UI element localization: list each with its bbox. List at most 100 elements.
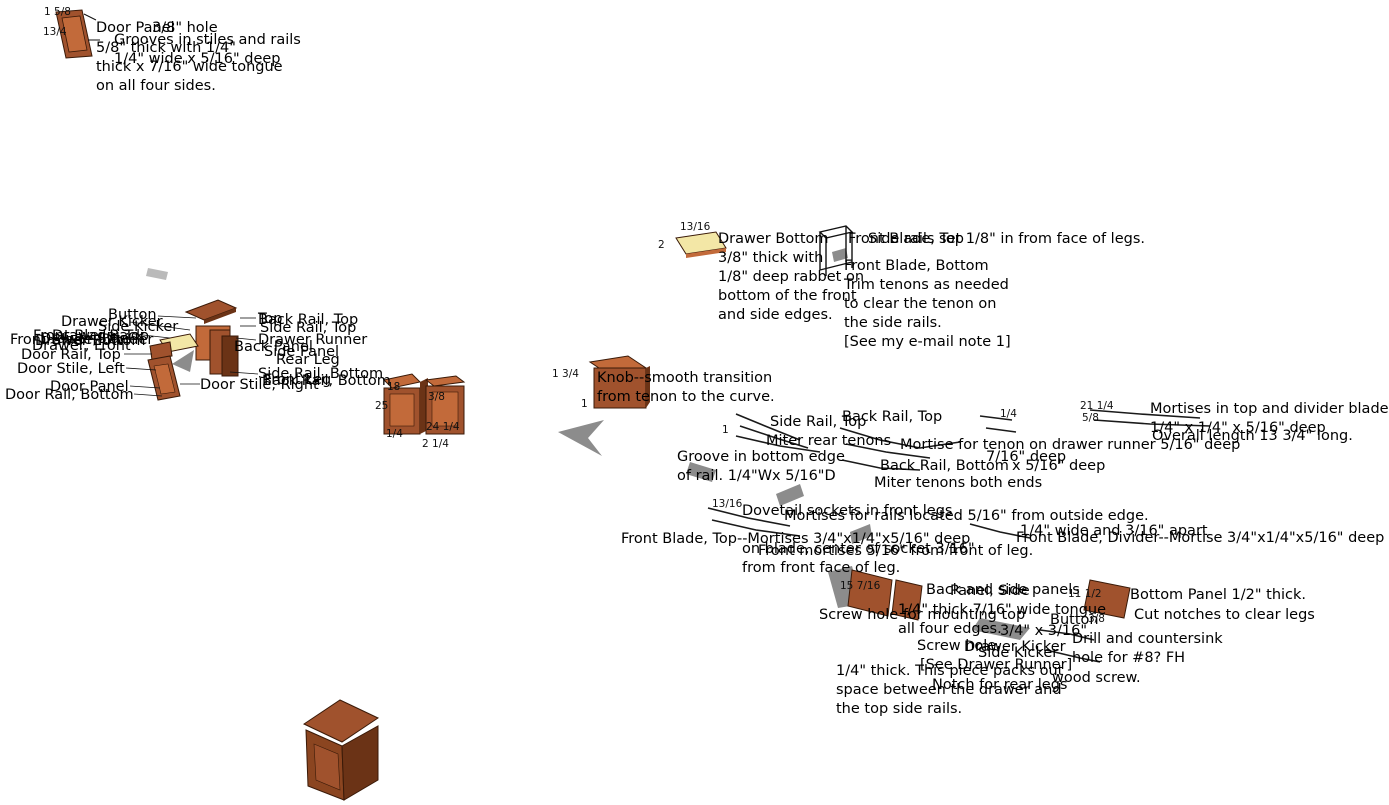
dim-value: 3/8: [1088, 613, 1105, 625]
dim-value: 25: [375, 400, 389, 412]
gray-arrow-5: [972, 618, 1030, 640]
front-blade-frame: [818, 225, 854, 276]
note-kicker-quarter: 1/4" thick. This piece packs out space b…: [836, 663, 1064, 717]
note-cut-notches: Cut notches to clear legs: [1134, 607, 1315, 623]
note-button: Button: [1050, 612, 1099, 628]
part-drawer-runner: Drawer Runner: [258, 332, 368, 348]
note-screw-hole: Screw hole: [917, 638, 997, 654]
panels-drawing: [847, 569, 1131, 663]
part-door-rail-top: Door Rail, Top: [21, 347, 121, 363]
note-miter-rear-tenons: Miter rear tenons: [766, 433, 892, 449]
part-drawer-front: Drawer, Front: [32, 338, 131, 354]
dim-value: 13/16: [712, 498, 743, 510]
gray-arrow-3: [172, 350, 194, 372]
dim-value: 5/8: [1082, 412, 1099, 424]
note-mortise-runner: Mortise for tenon on drawer runner 5/16"…: [900, 437, 1241, 453]
part-drawer-bottom: Drawer Bottom: [35, 333, 146, 349]
part-side-kicker: Side Kicker: [98, 319, 179, 335]
assembled-cabinet: [302, 699, 380, 801]
note-side-kicker: Side Kicker: [978, 645, 1059, 661]
note-dovetail-sockets: Dovetail sockets in front legs: [742, 503, 953, 519]
exploded-cabinet: [124, 299, 259, 401]
dim-value: 21 1/4: [1080, 400, 1114, 412]
note-panel-side: Panel, Side: [950, 583, 1030, 599]
note-knob: Knob--smooth transition from tenon to th…: [597, 370, 775, 405]
part-drawer-back: Drawer Back: [52, 328, 145, 344]
part-back-rail-top: Back Rail, Top: [258, 312, 359, 328]
dim-value: 13/4: [43, 26, 67, 38]
note-side-rail-top: Side Rail, Top: [770, 414, 867, 430]
note-knob-hole: 3/8" hole: [152, 20, 218, 36]
drawer-bottom-drawing: [675, 231, 727, 258]
note-notch-rear-legs: Notch for rear legs: [932, 677, 1068, 693]
note-panel-thick: 5/8" thick with 1/4" thick x 7/16" wide …: [96, 40, 283, 94]
dim-value: 1: [581, 398, 588, 410]
part-side-panel: Side Panel: [264, 344, 340, 360]
note-panel-thick-edges: 1/4" thick 7/16" wide tongue all four ed…: [898, 602, 1107, 637]
part-back-rail-bottom: Back Rail, Bottom: [262, 373, 391, 389]
part-back-panel: Back Panel: [234, 339, 313, 355]
note-drill-countersink: Drill and countersink hole for #8? FH: [1072, 631, 1223, 666]
dim-value: 1/4: [386, 428, 403, 440]
dim-value: 24 1/4: [426, 421, 460, 433]
dim-value: 11 1/2: [1068, 588, 1102, 600]
note-door-panel: Door Panel: [96, 20, 175, 36]
part-door-rail-bottom: Door Rail, Bottom: [5, 387, 134, 403]
dim-value: 18: [387, 381, 401, 393]
note-drawer-kicker: Drawer Kicker: [964, 639, 1066, 655]
note-groove-bottom-edge: Groove in bottom edge of rail. 1/4"Wx 5/…: [677, 449, 845, 484]
part-door-panel: Door Panel: [50, 379, 129, 395]
note-back-rail-bottom: Back Rail, Bottom: [880, 458, 1009, 474]
gray-arrow-2: [146, 268, 168, 280]
note-bottom-panel: Bottom Panel 1/2" thick.: [1130, 587, 1307, 603]
note-screw-hole-mount: Screw hole for mounting top: [819, 607, 1026, 623]
part-button: Button: [108, 307, 157, 323]
part-drawer-side: Drawer Side: [40, 331, 129, 347]
note-back-rail-top: Back Rail, Top: [842, 409, 943, 425]
note-mortises-rails: Mortises for rails located 5/16" from ou…: [784, 508, 1149, 524]
note-grooves-stiles: Grooves in stiles and rails 1/4" wide x …: [114, 32, 301, 67]
part-door-stile-right: Door Stile, Right: [200, 377, 319, 393]
part-drawer-kicker: Drawer Kicker: [61, 314, 163, 330]
dim-value: 1 5/8: [44, 6, 71, 18]
cabinet-frames: [382, 373, 466, 435]
dim-value: 1: [722, 424, 729, 436]
note-button-dim: 3/4" x 3/16": [1000, 623, 1088, 639]
dim-value: 1/4: [1000, 408, 1017, 420]
note-see-drawer-runner: [See Drawer Runner]: [920, 657, 1073, 673]
dim-value: 15 7/16: [840, 580, 881, 592]
dim-value: 2: [658, 239, 665, 251]
note-back-side-panels: Back and side panels: [926, 582, 1080, 598]
note-mortise-516: x 5/16" deep: [1012, 458, 1106, 474]
knob-drawing: [588, 355, 650, 409]
note-blade-divider: Front Blade, Divider--Mortise 3/4"x1/4"x…: [1016, 530, 1385, 546]
dim-value: 13/16: [680, 221, 711, 233]
part-side-rail-bottom: Side Rail, Bottom: [258, 366, 384, 382]
note-wood-screw: wood screw.: [1052, 670, 1141, 686]
note-front-blade-bottom: Front Blade, Bottom Trim tenons as neede…: [844, 258, 1011, 350]
gray-arrow-9: [832, 248, 848, 262]
note-drawer-bottom: Drawer Bottom 3/8" thick with 1/8" deep …: [718, 231, 865, 323]
gray-arrow-7: [776, 484, 804, 506]
rail-cluster-drawing: [707, 409, 1211, 539]
note-wide-apart: 1/4" wide and 3/16" apart: [1020, 523, 1208, 539]
gray-arrow-1: [558, 420, 604, 456]
part-door-stile-left: Door Stile, Left: [17, 361, 125, 377]
dim-value: 3/8: [428, 391, 445, 403]
part-front-blade-divider: Front Blade, Divider: [10, 332, 154, 348]
note-overall-length: Overall length 13 3/4" long.: [1152, 428, 1353, 444]
door-panel-drawing: [55, 9, 100, 59]
note-front-mortises: Front mortises 5/16" from front of leg.: [758, 543, 1034, 559]
note-mortises-top-divider: Mortises in top and divider blades 1/4" …: [1150, 401, 1389, 436]
dim-value: 1 3/4: [552, 368, 579, 380]
gray-arrow-8: [850, 524, 872, 544]
gray-arrow-6: [686, 462, 716, 482]
dim-value: 2 1/4: [422, 438, 449, 450]
note-miter-both-ends: Miter tenons both ends: [874, 475, 1043, 491]
top-board: [184, 299, 238, 321]
part-side-rail-top: Side Rail, Top: [260, 320, 357, 336]
note-rails-inset: Side rails set 1/8" in from face of legs…: [868, 231, 1145, 247]
note-front-blade-top-mortises: Front Blade, Top--Mortises 3/4"x1/4"x5/1…: [621, 531, 971, 547]
note-front-blade-top: Front Blade, Top: [848, 231, 964, 247]
